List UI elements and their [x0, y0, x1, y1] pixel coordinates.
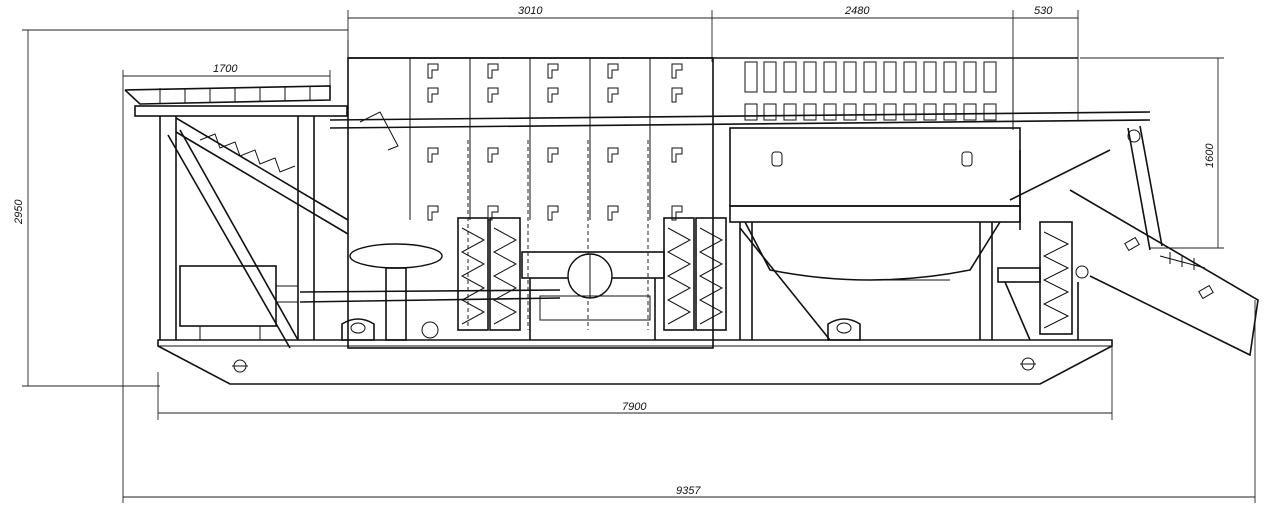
dimension-labels: 3010 2480 530 1700 2950 1600 7900 9357 [13, 5, 1216, 497]
tire-mid-a [663, 217, 695, 331]
dim-label-7900: 7900 [622, 401, 647, 413]
tire-right [1039, 221, 1073, 335]
dim-label-2480: 2480 [844, 5, 870, 17]
right-screen [729, 58, 1111, 341]
discharge-chute [1069, 125, 1259, 357]
dim-label-1600: 1600 [1204, 143, 1216, 168]
base-pontoon [157, 339, 1113, 385]
bucket-hooks [427, 63, 683, 221]
hopper-frame [124, 85, 349, 349]
dim-label-9357: 9357 [676, 485, 701, 497]
screen-slots [744, 61, 997, 121]
dim-label-3010: 3010 [518, 5, 543, 17]
tire-left-a [457, 217, 489, 331]
tire-left-b [489, 217, 521, 331]
screen-section [299, 40, 1151, 349]
dim-label-1700: 1700 [213, 63, 238, 75]
dim-label-2950: 2950 [13, 199, 25, 225]
dim-label-530: 530 [1034, 5, 1053, 17]
dimension-lines [22, 10, 1256, 503]
tire-mid-b [695, 217, 727, 331]
